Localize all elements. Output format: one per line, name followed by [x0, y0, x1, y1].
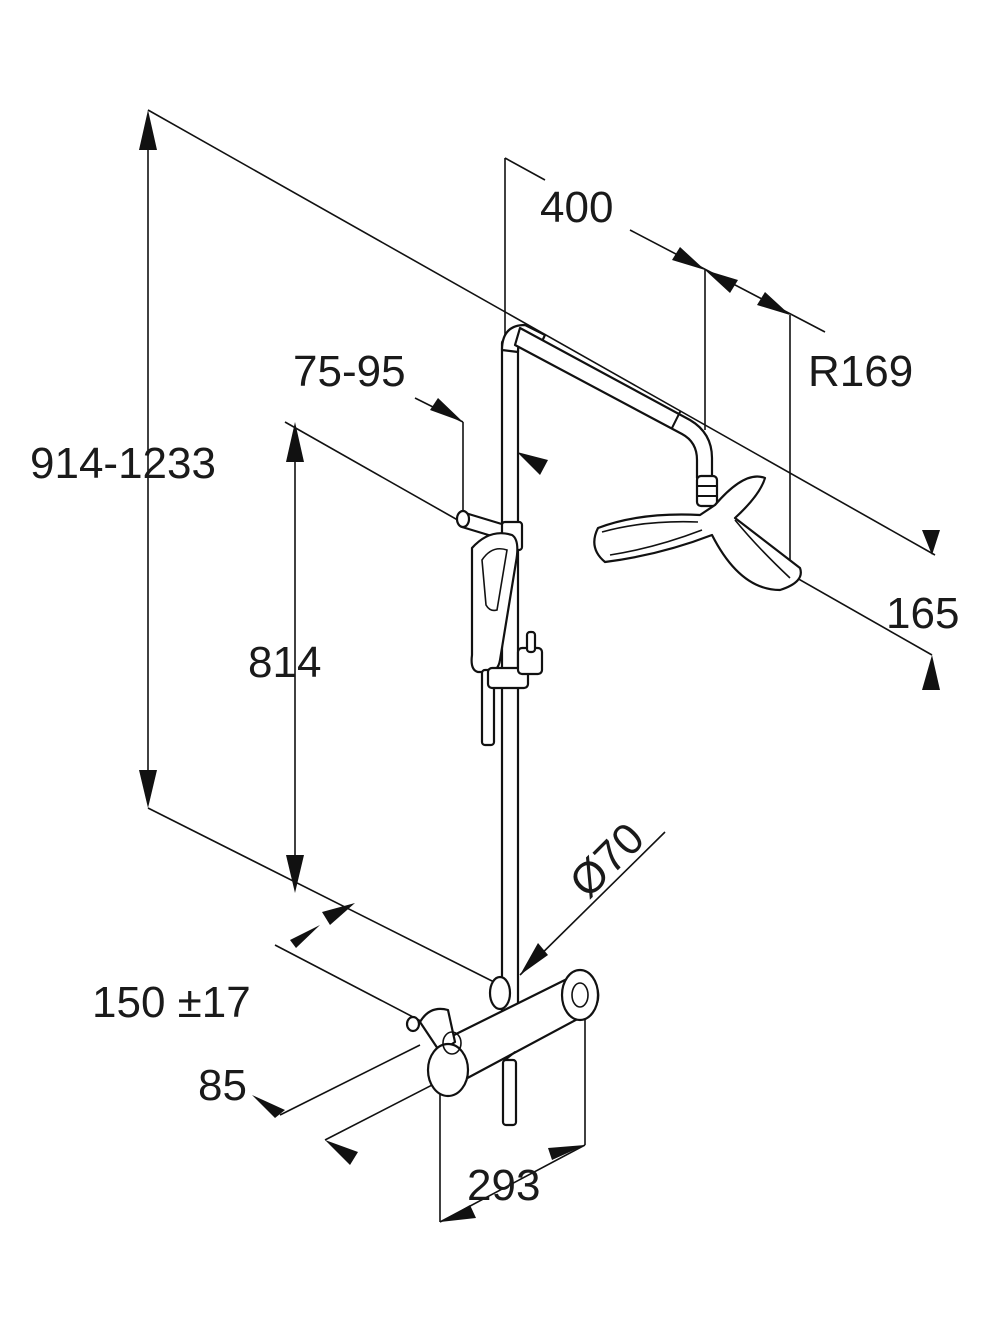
hand-shower [455, 509, 544, 747]
rail-length-label: 814 [248, 638, 321, 687]
head-height-label: 165 [886, 589, 959, 638]
mixer-width-label: 293 [467, 1161, 540, 1210]
handshower-offset-label: 75-95 [293, 347, 406, 396]
diameter-label: Ø70 [560, 814, 653, 907]
wall-offset-label: 85 [198, 1061, 247, 1110]
overhead-shower-head [593, 474, 802, 592]
head-radius-label: R169 [808, 347, 913, 396]
oblique-arrows [252, 247, 790, 1222]
vertical-dimension-lines [139, 110, 940, 893]
thermostat-mixer [405, 968, 600, 1127]
total-height-label: 914-1233 [30, 439, 216, 488]
center-distance-label: 150 ±17 [92, 978, 251, 1027]
shower-arm [513, 326, 714, 480]
arm-projection-label: 400 [540, 183, 613, 232]
